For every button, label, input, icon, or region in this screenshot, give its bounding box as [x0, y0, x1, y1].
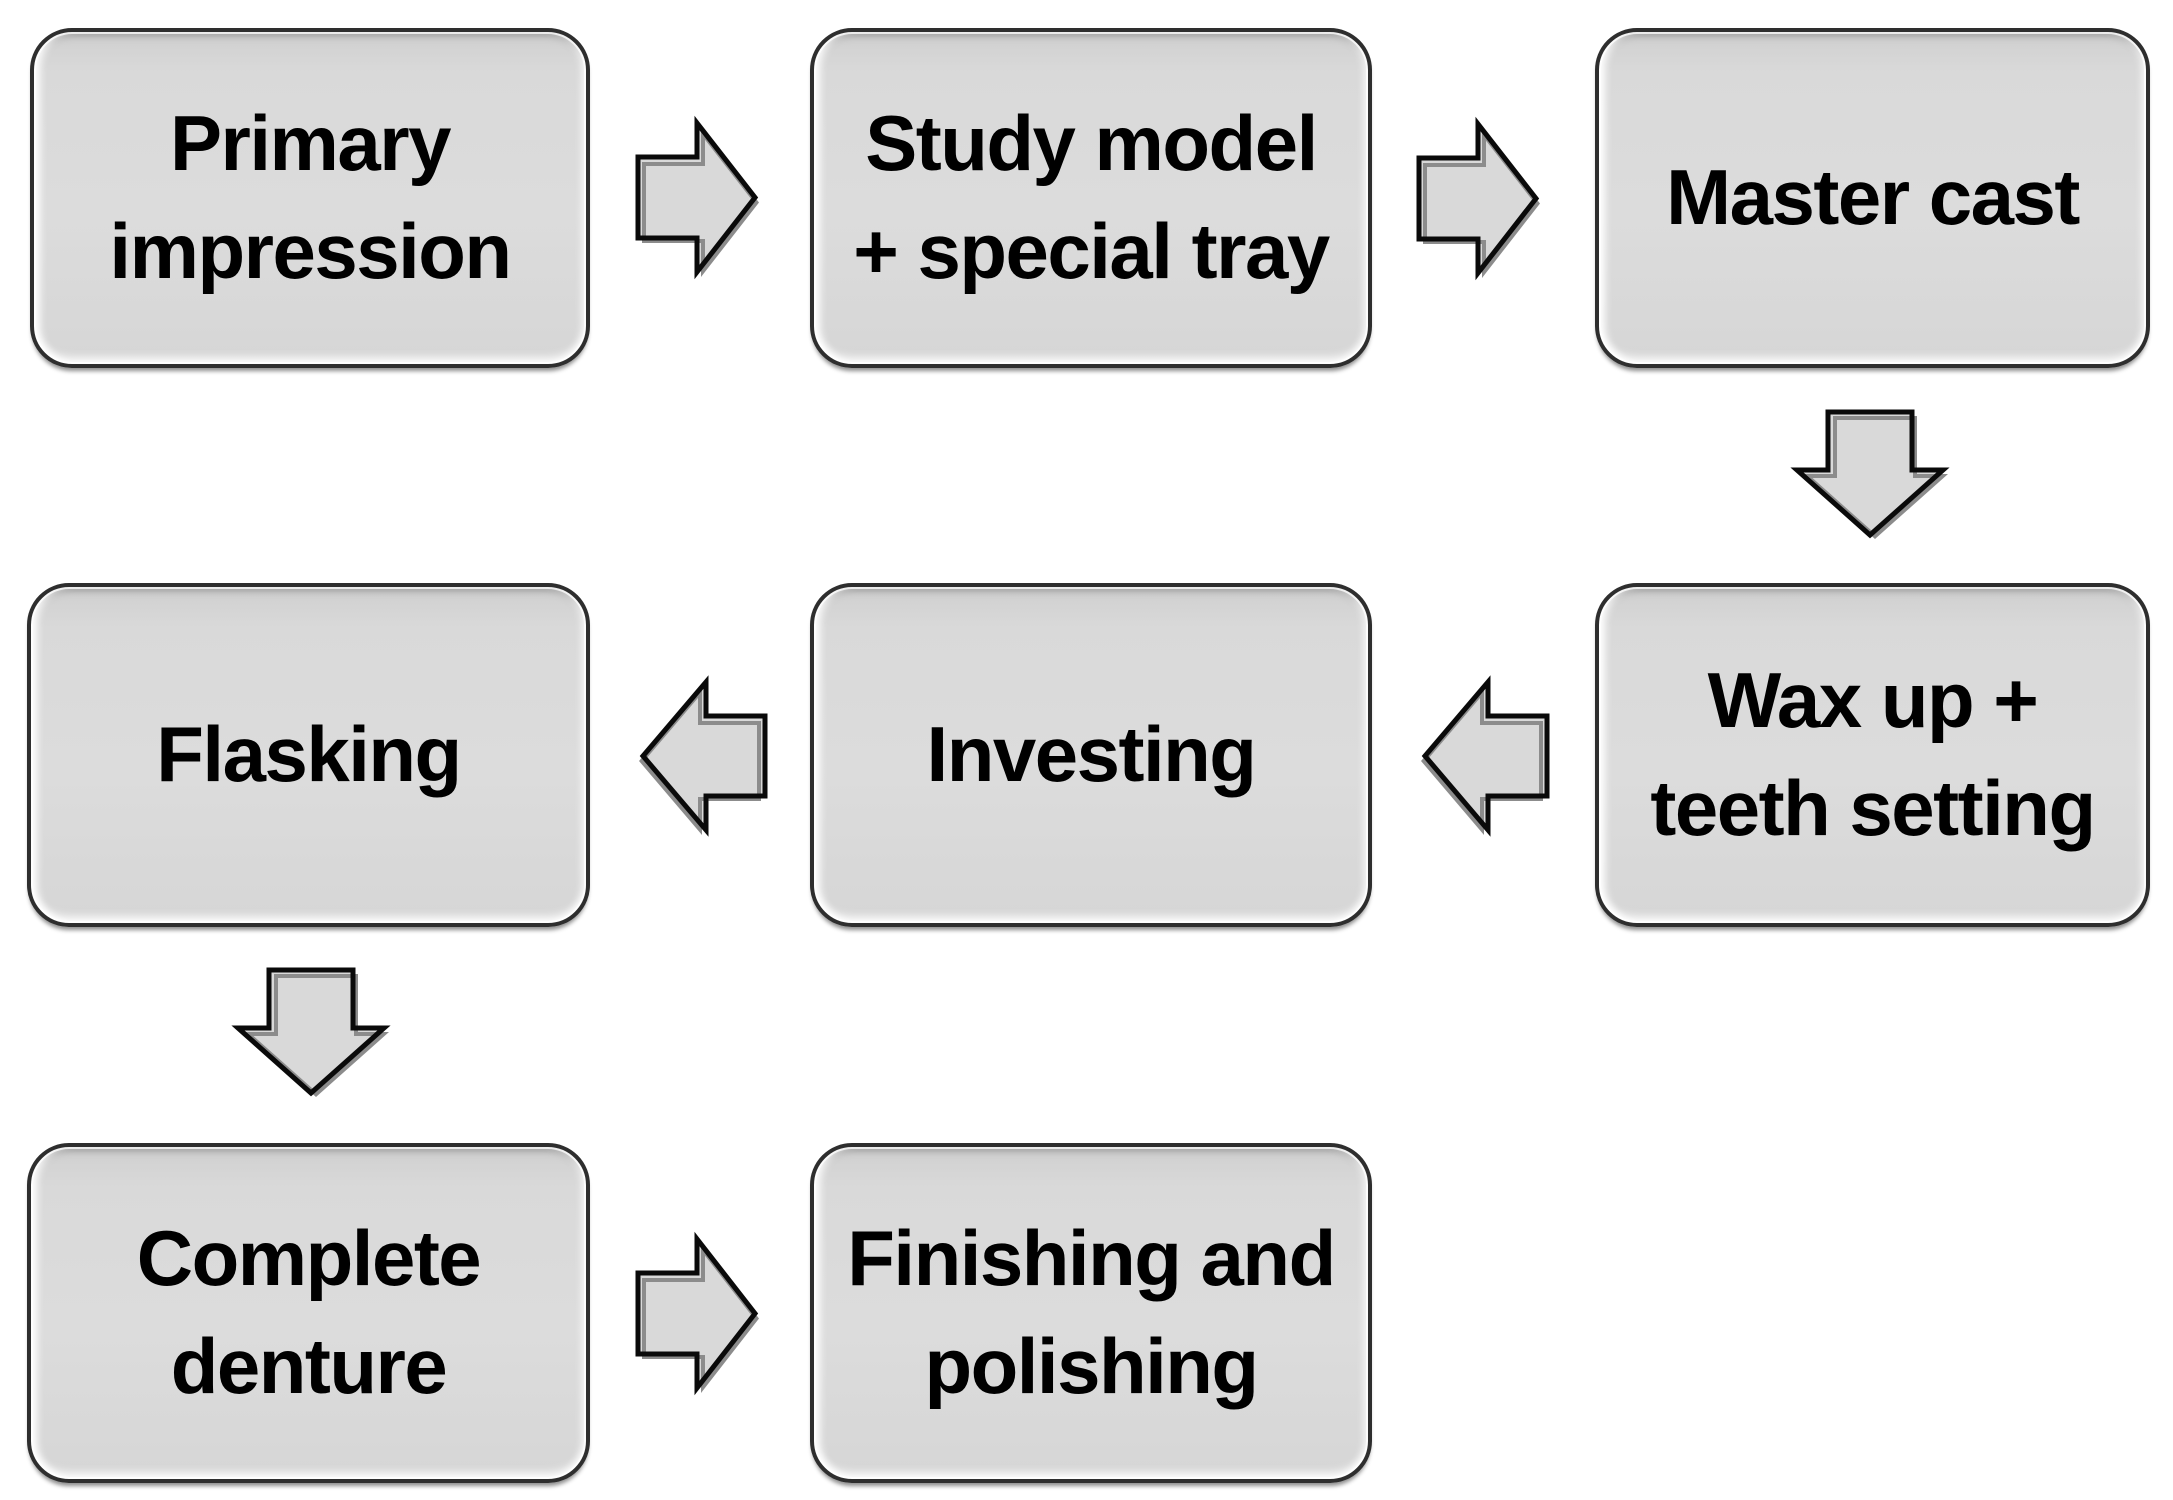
- flow-arrow-down-icon: [231, 967, 391, 1097]
- flow-node-study-model-special-tray: Study model + special tray: [810, 28, 1372, 368]
- flow-arrow-right-icon: [635, 115, 759, 280]
- flow-arrow-left-icon: [639, 675, 768, 837]
- flow-node-investing: Investing: [810, 583, 1372, 927]
- flow-arrow-right-icon: [1416, 116, 1540, 281]
- flow-node-primary-impression: Primary impression: [30, 28, 590, 368]
- flow-arrow-left-icon: [1421, 675, 1550, 837]
- flow-node-wax-up-teeth-setting: Wax up + teeth setting: [1595, 583, 2150, 927]
- flow-node-master-cast: Master cast: [1595, 28, 2150, 368]
- flow-arrow-right-icon: [635, 1231, 759, 1396]
- flow-node-flasking: Flasking: [27, 583, 590, 927]
- flow-node-complete-denture: Complete denture: [27, 1143, 590, 1483]
- flow-node-finishing-polishing: Finishing and polishing: [810, 1143, 1372, 1483]
- flow-arrow-down-icon: [1790, 409, 1950, 539]
